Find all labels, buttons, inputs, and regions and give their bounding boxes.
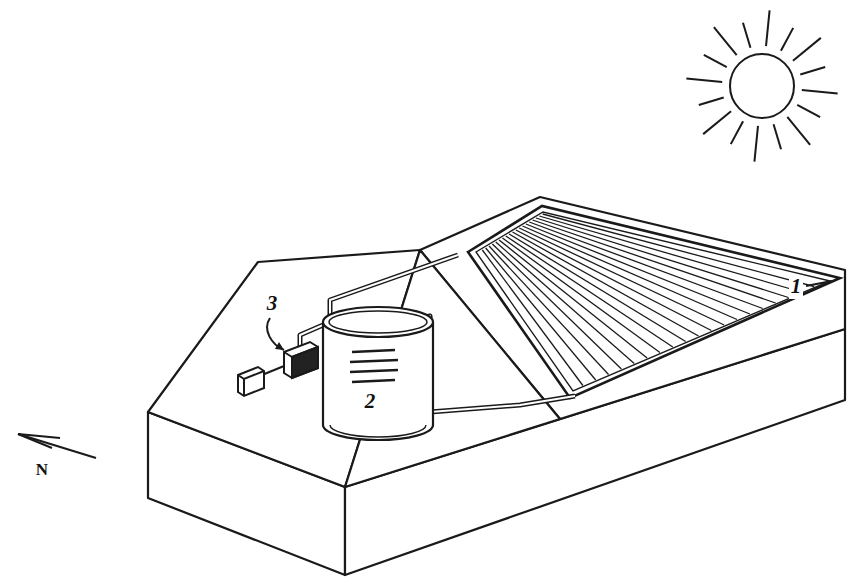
- sun-ray: [774, 124, 782, 149]
- sun-ray: [699, 98, 724, 106]
- north-label: N: [34, 461, 50, 480]
- sun-ray: [766, 10, 770, 46]
- sun-ray: [703, 111, 731, 134]
- collector-tube: [543, 214, 815, 287]
- solar-collector: [468, 206, 840, 398]
- collector-tube: [496, 242, 635, 364]
- north-arrow: [18, 434, 96, 458]
- collector-tube: [529, 222, 763, 309]
- sun-ray: [797, 105, 820, 117]
- collector-tube: [536, 218, 789, 298]
- collector-tube: [539, 216, 801, 292]
- callout-number: 3: [265, 292, 280, 315]
- leader-line: [267, 318, 284, 350]
- sun-ray: [754, 126, 758, 162]
- sun-ray: [800, 67, 825, 75]
- callout-number: 1: [789, 275, 804, 298]
- storage-tank: [323, 307, 433, 440]
- collector-tube: [523, 226, 738, 320]
- sun-ray: [781, 28, 793, 51]
- sun-ray: [793, 38, 821, 61]
- collector-tube: [519, 228, 724, 325]
- sun-ray: [714, 27, 737, 55]
- sun-ray: [731, 121, 743, 144]
- sun-ray: [787, 117, 810, 145]
- collector-tube: [526, 224, 750, 314]
- control-unit: [238, 342, 318, 396]
- sun: [686, 10, 837, 161]
- collector-tube: [516, 230, 712, 331]
- sun-ray: [802, 90, 838, 94]
- callout-number: 2: [363, 390, 378, 413]
- collector-tube: [533, 220, 776, 303]
- sun-ray: [686, 78, 722, 82]
- sun-ray: [704, 55, 727, 67]
- sun-ray: [743, 23, 751, 48]
- collector-tube: [486, 248, 596, 380]
- leader-line: [806, 281, 832, 286]
